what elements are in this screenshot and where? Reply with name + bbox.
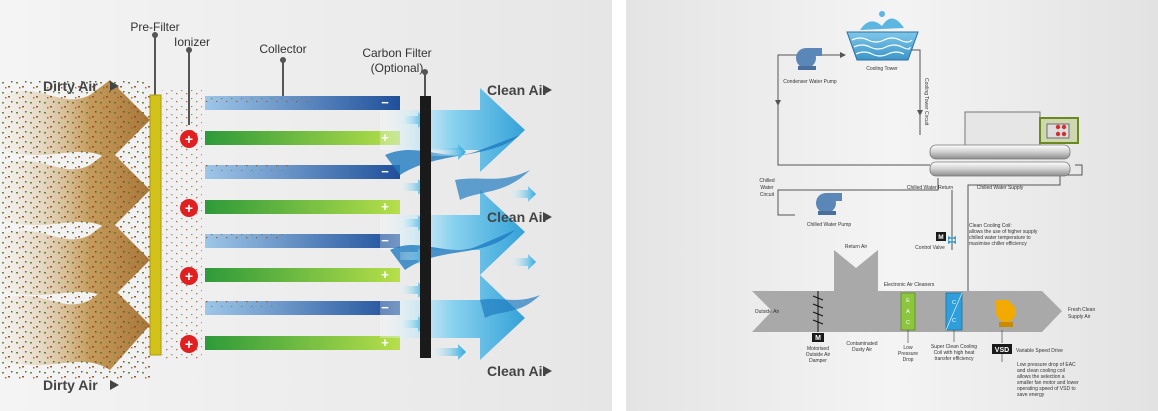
contaminated-air-label: Contaminated [846, 341, 877, 347]
coil-letter-c: C [952, 318, 956, 324]
vsd-badge [992, 344, 1012, 354]
energy-note: save energy [1017, 392, 1045, 398]
play-arrow-icon [110, 380, 119, 390]
carbon-filter-label: Carbon Filter [362, 46, 431, 60]
chiller [929, 111, 1079, 177]
eac-letter-c: C [906, 320, 910, 326]
ionizer-plus: + [185, 336, 193, 352]
energy-note: and clean cooling coil [1017, 368, 1065, 374]
variable-speed-drive-label: Variable Speed Drive [1016, 348, 1063, 354]
play-arrow-icon [543, 212, 552, 222]
low-pressure-drop-label: Pressure [898, 351, 918, 357]
fresh-clean-air-label: Supply Air [1068, 314, 1091, 320]
ionizer-purifier-panel: − − − − + + + + + + + + [0, 0, 612, 411]
vsd-badge-label: VSD [995, 347, 1009, 354]
contaminated-air-label: Dusty Air [852, 347, 872, 353]
outside-air-damper [812, 291, 824, 332]
electronic-air-cleaners-label: Electronic Air Cleaners [884, 282, 935, 288]
cooling-tower-circuit-label: Cooling Tower Circuit [923, 78, 929, 126]
positive-sign: + [381, 199, 389, 214]
energy-note: Low pressure drop of EAC [1017, 362, 1076, 368]
play-arrow-icon [543, 85, 552, 95]
supply-fan [996, 300, 1016, 327]
ionizer-label: Ionizer [174, 35, 210, 49]
collector-plates [205, 96, 400, 350]
negative-sign: − [381, 95, 389, 110]
clean-air-mid-label: Clean Air [487, 209, 548, 225]
condenser-water-pump-label: Condenser Water Pump [783, 79, 837, 85]
clean-cooling-coil-text: allows the use of higher supply [969, 229, 1038, 235]
negative-sign: − [381, 164, 389, 179]
control-valve-icon [948, 236, 956, 244]
super-clean-coil-label: Super Clean Cooling [931, 344, 977, 350]
ionizer-plus: + [185, 268, 193, 284]
super-clean-coil-label: transfer efficiency [934, 356, 974, 362]
chilled-water-circuit-label: Circuit [760, 192, 775, 198]
play-arrow-icon [543, 366, 552, 376]
pre-filter [149, 94, 162, 356]
control-valve-label: Control Valve [915, 245, 945, 251]
clean-cooling-coil-title: Clean Cooling Coil: [969, 223, 1012, 229]
super-clean-coil-label: Coil with high heat [934, 350, 975, 356]
low-pressure-drop-label: Low [903, 345, 913, 351]
chilled-water-pump-label: Chilled Water Pump [807, 222, 851, 228]
panel-divider [612, 0, 626, 411]
fresh-clean-air-label: Fresh Clean [1068, 307, 1095, 313]
ionizer-electrodes: + + + + [180, 130, 198, 353]
clean-air-bottom-label: Clean Air [487, 363, 548, 379]
play-arrow-icon [110, 81, 119, 91]
chilled-water-circuit-label: Chilled [759, 178, 775, 184]
condenser-water-pump [796, 48, 822, 70]
positive-sign: + [381, 267, 389, 282]
dirty-air-top-label: Dirty Air [43, 78, 98, 94]
carbon-filter [420, 96, 431, 358]
motorised-damper-label: Motorised [807, 346, 829, 352]
eac-letter-e: E [906, 298, 910, 304]
motorised-damper-label: Outside Air [806, 352, 831, 358]
control-valve-motor [936, 232, 946, 241]
ionizer-plus: + [185, 200, 193, 216]
eac-letter-a: A [906, 309, 910, 315]
pre-filter-label: Pre-Filter [130, 20, 179, 34]
coil-letter-c: C [952, 300, 956, 306]
cooling-tower-label: Cooling Tower [866, 66, 898, 72]
hvac-system-panel: M E A C C C M VSD Cooling [626, 0, 1158, 411]
energy-note: smaller fan motor and lower [1017, 380, 1079, 386]
cooling-tower [846, 11, 919, 61]
particle-cloud [162, 90, 202, 360]
clean-cooling-coil-text: maximise chiller efficiency [969, 241, 1027, 247]
clean-air-flow [380, 88, 540, 360]
dirty-air-flow [0, 80, 150, 380]
control-valve-motor-letter: M [938, 234, 943, 241]
ionizer-plus: + [185, 131, 193, 147]
outside-air-label: Outside Air [755, 309, 780, 315]
dirty-air-bottom-label: Dirty Air [43, 377, 98, 393]
return-air-label: Return Air [845, 244, 868, 250]
damper-motor [812, 333, 824, 342]
chilled-water-circuit-label: Water [760, 185, 773, 191]
positive-sign: + [381, 335, 389, 350]
motorised-damper-label: Damper [809, 358, 827, 364]
energy-note: allows the selection a [1017, 374, 1065, 380]
energy-note: operating speed of VSD to [1017, 386, 1076, 392]
chilled-water-supply-label: Chilled Water Supply [977, 185, 1024, 191]
carbon-filter-optional-label: (Optional) [371, 61, 424, 75]
damper-motor-letter: M [815, 335, 821, 342]
clean-cooling-coil-text: chilled water temperature to [969, 235, 1031, 241]
chilled-water-return-label: Chilled Water Return [907, 185, 953, 191]
low-pressure-drop-label: Drop [903, 357, 914, 363]
collector-label: Collector [259, 42, 306, 56]
chilled-water-pump [816, 193, 842, 215]
right-background [626, 0, 1158, 411]
clean-air-top-label: Clean Air [487, 82, 548, 98]
